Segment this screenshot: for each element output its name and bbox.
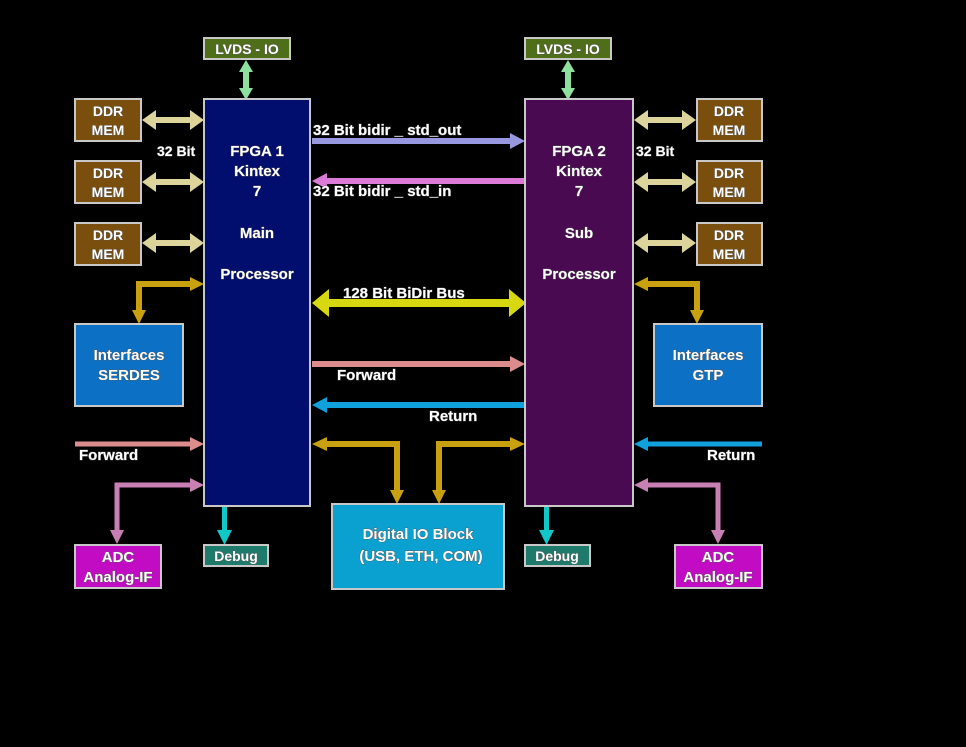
interfaces-left-line2: SERDES <box>98 367 160 384</box>
fpga1-line-6: Processor <box>220 266 294 283</box>
lvds-right-box <box>524 37 612 60</box>
ddr-label-line2: MEM <box>92 122 125 138</box>
bus-in-arrow <box>312 173 525 189</box>
ddr-label-line2: MEM <box>713 122 746 138</box>
debug-right-arrow <box>539 506 554 545</box>
bus-out-arrow <box>312 133 525 149</box>
debug-left-arrow <box>217 506 232 545</box>
bit-right-label: 32 Bit <box>636 143 674 159</box>
ddr-right-arrows <box>634 110 696 253</box>
interfaces-left-arrow <box>132 277 204 324</box>
fpga2-line-6: Processor <box>542 266 616 283</box>
forward-left-arrow <box>75 437 204 451</box>
fpga1-line-1: Kintex <box>234 163 281 180</box>
bit-left-label: 32 Bit <box>157 143 195 159</box>
ddr-right-1: DDR MEM <box>696 98 763 142</box>
adc-left-line1: ADC <box>102 549 135 566</box>
digital-io-line2: (USB, ETH, COM) <box>359 548 482 565</box>
ddr-label-line2: MEM <box>92 246 125 262</box>
ddr-label-line2: MEM <box>92 184 125 200</box>
ddr-label-line1: DDR <box>93 165 123 181</box>
ddr-label-line1: DDR <box>714 103 744 119</box>
adc-right-line2: Analog-IF <box>683 569 752 586</box>
ddr-right-3: DDR MEM <box>696 222 763 266</box>
bus-in-label: 32 Bit bidir _ std_in <box>313 183 451 200</box>
digital-io-box: Digital IO Block (USB, ETH, COM) <box>331 503 505 590</box>
forward-mid-label: Forward <box>337 367 396 384</box>
debug-left-label: Debug <box>214 548 258 564</box>
interfaces-right-line1: Interfaces <box>673 347 744 364</box>
ddr-right-2: DDR MEM <box>696 160 763 204</box>
fpga2-box: FPGA 2 Kintex 7 Sub Processor <box>524 98 634 507</box>
adc-right-arrow <box>634 478 725 544</box>
fpga2-line-0: FPGA 2 <box>552 143 606 160</box>
digital-io-line1: Digital IO Block <box>363 526 475 543</box>
lvds-left-box <box>203 37 291 60</box>
interfaces-left-line1: Interfaces <box>94 347 165 364</box>
return-mid-label: Return <box>429 408 477 425</box>
adc-right-line1: ADC <box>702 549 735 566</box>
fpga2-line-1: Kintex <box>556 163 603 180</box>
digital-io-arrows <box>312 437 525 504</box>
ddr-left-2: DDR MEM <box>74 160 142 204</box>
adc-right-box: ADC Analog-IF <box>674 544 763 589</box>
forward-mid-arrow <box>312 356 525 372</box>
return-mid-arrow <box>312 397 525 413</box>
ddr-label-line2: MEM <box>713 184 746 200</box>
return-right-arrow <box>634 437 762 451</box>
fpga1-line-2: 7 <box>253 183 261 200</box>
lvds-right-label: LVDS - IO <box>536 41 600 57</box>
interfaces-right-line2: GTP <box>693 367 724 384</box>
fpga1-line-0: FPGA 1 <box>230 143 284 160</box>
ddr-label-line1: DDR <box>714 227 744 243</box>
ddr-label-line1: DDR <box>714 165 744 181</box>
lvds-right-arrow <box>561 60 575 100</box>
lvds-left-label: LVDS - IO <box>215 41 279 57</box>
debug-left-box <box>203 544 269 567</box>
fpga2-line-2: 7 <box>575 183 583 200</box>
interfaces-right-arrow <box>634 277 704 324</box>
bus-128-arrow <box>312 289 526 317</box>
fpga1-box: FPGA 1 Kintex 7 Main Processor <box>203 98 311 507</box>
interfaces-gtp-box: Interfaces GTP <box>653 323 763 407</box>
fpga1-line-4: Main <box>240 225 274 242</box>
ddr-label-line2: MEM <box>713 246 746 262</box>
fpga2-line-4: Sub <box>565 225 593 242</box>
interfaces-serdes-box: Interfaces SERDES <box>74 323 184 407</box>
adc-left-line2: Analog-IF <box>83 569 152 586</box>
ddr-label-line1: DDR <box>93 103 123 119</box>
bus-128-label: 128 Bit BiDir Bus <box>343 285 465 302</box>
adc-left-box: ADC Analog-IF <box>74 544 162 589</box>
debug-right-label: Debug <box>535 548 579 564</box>
forward-left-label: Forward <box>79 447 138 464</box>
ddr-left-arrows <box>142 110 204 253</box>
ddr-left-3: DDR MEM <box>74 222 142 266</box>
ddr-label-line1: DDR <box>93 227 123 243</box>
return-right-label: Return <box>707 447 755 464</box>
debug-right-box <box>524 544 591 567</box>
lvds-left-arrow <box>239 60 253 100</box>
bus-out-label: 32 Bit bidir _ std_out <box>313 122 461 139</box>
adc-left-arrow <box>110 478 204 544</box>
ddr-left-1: DDR MEM <box>74 98 142 142</box>
